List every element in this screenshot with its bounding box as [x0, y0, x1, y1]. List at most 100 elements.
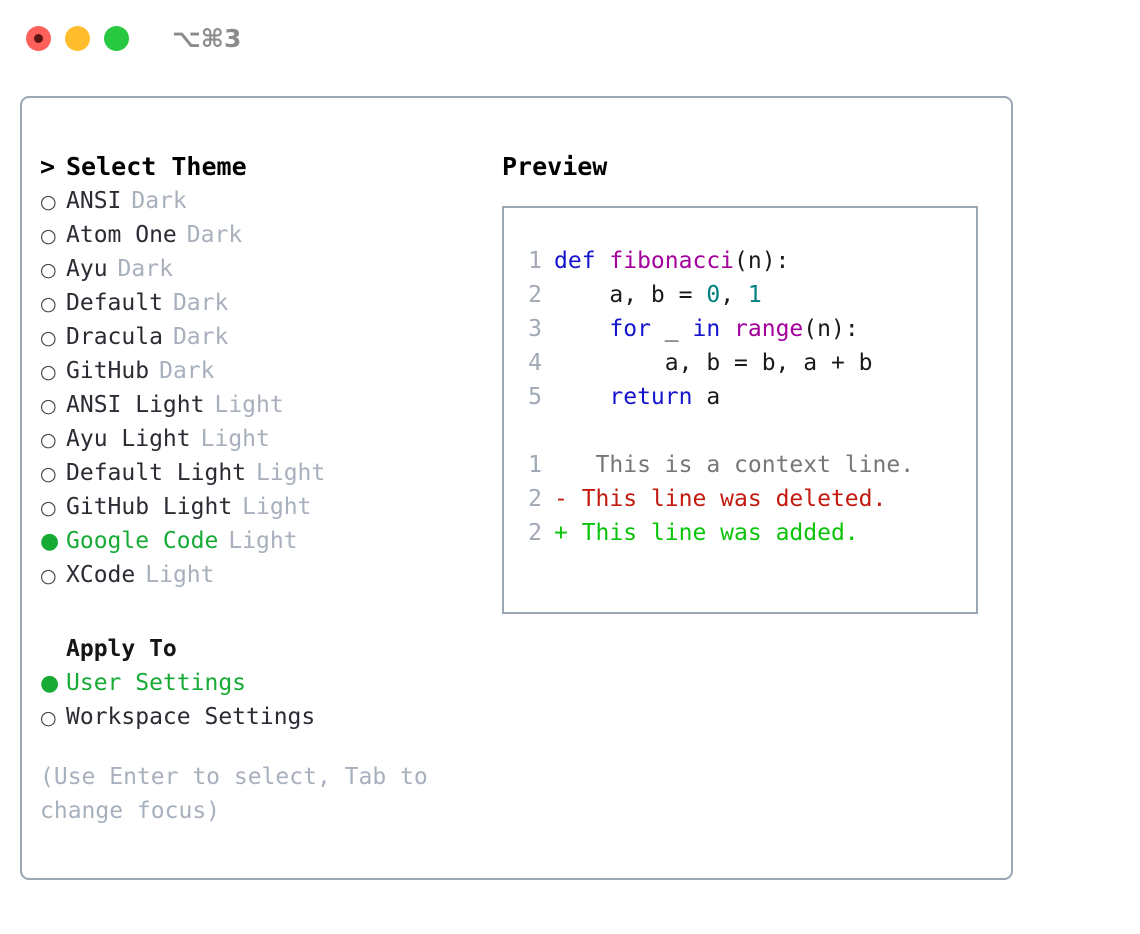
- apply-to-header: Apply To: [40, 632, 470, 666]
- select-theme-header: > Select Theme: [40, 150, 470, 184]
- theme-variant-badge: Light: [228, 528, 298, 554]
- radio-unselected-icon: ○: [40, 395, 57, 417]
- code-token-pl: [554, 316, 609, 342]
- theme-name: GitHub: [66, 358, 150, 384]
- radio-selected-icon: ●: [40, 529, 60, 554]
- theme-variant-badge: Light: [256, 460, 326, 486]
- theme-option-ansi-light[interactable]: ○ ANSI Light Light: [40, 388, 470, 422]
- code-token-pl: (n):: [803, 316, 859, 342]
- diff-marker: [554, 448, 568, 482]
- radio-unselected-icon: ○: [40, 429, 57, 451]
- diff-marker: +: [554, 520, 568, 546]
- line-number: 4: [528, 350, 542, 376]
- theme-option-google-code[interactable]: ●Google Code Light: [40, 524, 470, 558]
- theme-option-github[interactable]: ○ GitHub Dark: [40, 354, 470, 388]
- code-token-kw: in: [692, 316, 735, 342]
- select-theme-label: Select Theme: [66, 152, 247, 181]
- theme-name: Ayu: [66, 256, 108, 282]
- theme-name: Google Code: [66, 528, 219, 554]
- diff-text: This line was added.: [567, 520, 859, 546]
- theme-variant-badge: Dark: [159, 358, 215, 384]
- theme-option-github-light[interactable]: ○ GitHub Light Light: [40, 490, 470, 524]
- code-token-pl: (n):: [734, 248, 790, 274]
- minimize-button[interactable]: [65, 26, 90, 51]
- code-token-kw: return: [609, 384, 707, 410]
- line-number: 2: [528, 486, 542, 512]
- traffic-lights: [26, 26, 129, 51]
- theme-variant-badge: Dark: [186, 222, 243, 248]
- apply-to-list: ●User Settings○Workspace Settings: [40, 666, 470, 734]
- diff-text: This is a context line.: [567, 452, 915, 478]
- apply-to-option-workspace-settings[interactable]: ○Workspace Settings: [40, 700, 470, 734]
- theme-variant-badge: Light: [214, 392, 284, 418]
- theme-variant-badge: Dark: [172, 290, 229, 316]
- radio-unselected-icon: ○: [40, 565, 57, 587]
- code-diff-gap: [518, 414, 976, 448]
- radio-selected-icon: ●: [40, 671, 60, 696]
- theme-option-dracula[interactable]: ○ Dracula Dark: [40, 320, 470, 354]
- line-number: 1: [528, 452, 542, 478]
- diff-marker: -: [554, 486, 568, 512]
- radio-unselected-icon: ○: [40, 497, 57, 519]
- radio-unselected-icon: ○: [40, 327, 57, 349]
- code-text: def fibonacci(n):: [554, 244, 789, 278]
- code-token-kw: for: [609, 316, 665, 342]
- code-line: 3 for _ in range(n):: [518, 312, 976, 346]
- theme-option-ayu[interactable]: ○ Ayu Dark: [40, 252, 470, 286]
- prompt-caret-icon: >: [40, 152, 56, 181]
- code-token-pl: a: [706, 384, 721, 410]
- diff-line: 1 This is a context line.: [518, 448, 976, 482]
- apply-to-label: Apply To: [66, 636, 177, 662]
- radio-unselected-icon: ○: [40, 293, 57, 315]
- theme-option-xcode[interactable]: ○ XCode Light: [40, 558, 470, 592]
- keyboard-hint: (Use Enter to select, Tab to change focu…: [40, 764, 442, 824]
- line-number: 2: [528, 282, 542, 308]
- theme-name: Default Light: [66, 460, 247, 486]
- code-token-kw: def: [554, 248, 610, 274]
- theme-variant-badge: Dark: [131, 188, 187, 214]
- apply-to-option-user-settings[interactable]: ●User Settings: [40, 666, 470, 700]
- diff-line: 2- This line was deleted.: [518, 482, 976, 516]
- code-token-num: 1: [747, 282, 762, 308]
- theme-option-ansi[interactable]: ○ ANSI Dark: [40, 184, 470, 218]
- radio-unselected-icon: ○: [40, 259, 57, 281]
- theme-name: ANSI: [66, 188, 122, 214]
- maximize-button[interactable]: [104, 26, 129, 51]
- diff-line: 2+ This line was added.: [518, 516, 976, 550]
- preview-title: Preview: [502, 152, 608, 181]
- theme-variant-badge: Dark: [172, 324, 229, 350]
- code-token-pl: a, b =: [554, 282, 707, 308]
- theme-name: ANSI Light: [66, 392, 205, 418]
- diff-text: This line was deleted.: [567, 486, 887, 512]
- code-token-fn: fibonacci: [609, 248, 735, 274]
- theme-name: Ayu Light: [66, 426, 191, 452]
- theme-name: XCode: [66, 562, 136, 588]
- theme-variant-badge: Dark: [117, 256, 173, 282]
- code-text: a, b = 0, 1: [554, 278, 762, 312]
- theme-name: Dracula: [66, 324, 163, 350]
- code-token-fn: range: [734, 316, 804, 342]
- theme-name: GitHub Light: [66, 494, 233, 520]
- section-gap: [40, 592, 470, 632]
- theme-variant-badge: Light: [145, 562, 215, 588]
- window-title: ⌥⌘3: [172, 24, 242, 53]
- radio-unselected-icon: ○: [40, 191, 57, 213]
- code-line: 4 a, b = b, a + b: [518, 346, 976, 380]
- radio-unselected-icon: ○: [40, 361, 57, 383]
- close-button[interactable]: [26, 26, 51, 51]
- theme-variant-badge: Light: [242, 494, 312, 520]
- code-token-pl: _: [664, 316, 693, 342]
- code-token-pl: a, b = b, a + b: [554, 350, 873, 376]
- code-line: 5 return a: [518, 380, 976, 414]
- radio-unselected-icon: ○: [40, 225, 57, 247]
